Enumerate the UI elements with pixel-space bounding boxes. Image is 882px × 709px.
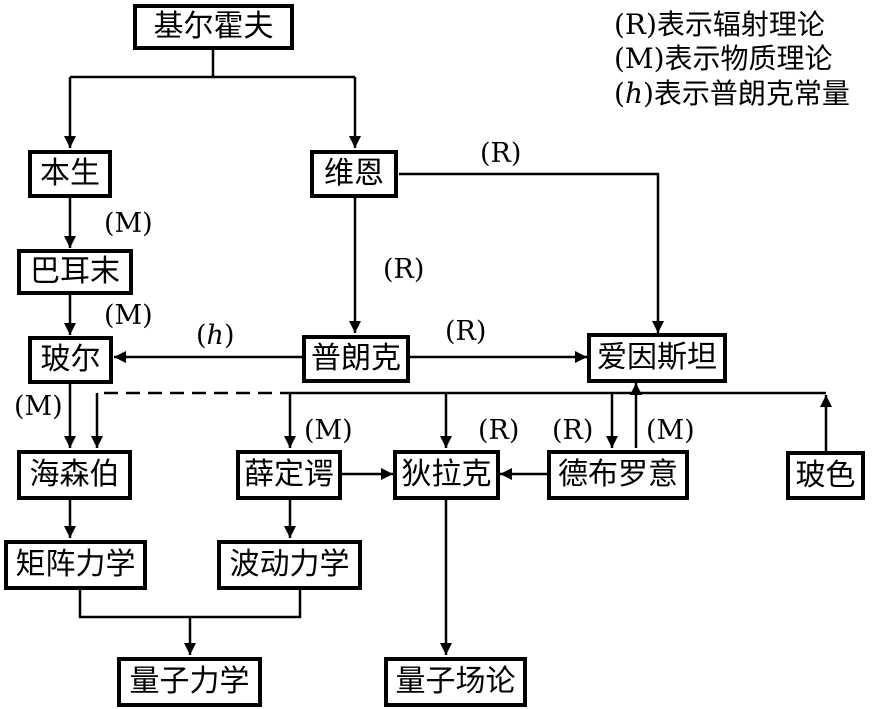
node-balmer: 巴耳末	[17, 249, 133, 295]
label-schrodinger-m: (M)	[304, 415, 353, 446]
legend: (R)表示辐射理论 (M)表示物质理论 (h)表示普朗克常量	[614, 8, 850, 111]
edge-mechanics-merge	[78, 590, 302, 619]
label-wien-einstein-r: (R)	[480, 138, 522, 169]
node-wien: 维恩	[310, 150, 398, 198]
node-bose: 玻色	[786, 451, 865, 500]
node-quantum-field-theory: 量子场论	[384, 657, 527, 707]
legend-matter: (M)表示物质理论	[614, 42, 833, 76]
node-einstein: 爱因斯坦	[587, 333, 727, 383]
node-wave-mechanics: 波动力学	[217, 540, 362, 590]
label-planck-bohr-h: (h)	[196, 320, 235, 351]
label-debroglie-r: (R)	[552, 415, 594, 446]
node-schrodinger: 薛定谔	[236, 450, 342, 500]
edge-wien-to-einstein	[399, 172, 664, 333]
label-wien-planck-r: (R)	[383, 254, 425, 285]
label-dirac-r: (R)	[478, 415, 520, 446]
node-bunsen: 本生	[28, 150, 112, 198]
label-debroglie-einstein-m: (M)	[646, 415, 695, 446]
node-quantum-mechanics: 量子力学	[117, 657, 262, 707]
node-heisenberg: 海森伯	[17, 450, 132, 500]
label-balmer-bohr-m: (M)	[104, 300, 153, 331]
legend-planck-constant: (h)表示普朗克常量	[614, 76, 850, 110]
node-kirchhoff: 基尔霍夫	[133, 4, 294, 50]
node-debroglie: 德布罗意	[547, 450, 689, 500]
label-bunsen-balmer-m: (M)	[104, 208, 153, 239]
node-bohr: 玻尔	[28, 336, 113, 384]
label-planck-einstein-r: (R)	[445, 316, 487, 347]
node-matrix-mechanics: 矩阵力学	[4, 540, 147, 590]
legend-radiation: (R)表示辐射理论	[614, 8, 825, 41]
label-bohr-heisenberg-m: (M)	[14, 391, 63, 422]
node-planck: 普朗克	[302, 335, 410, 383]
node-dirac: 狄拉克	[393, 450, 500, 500]
